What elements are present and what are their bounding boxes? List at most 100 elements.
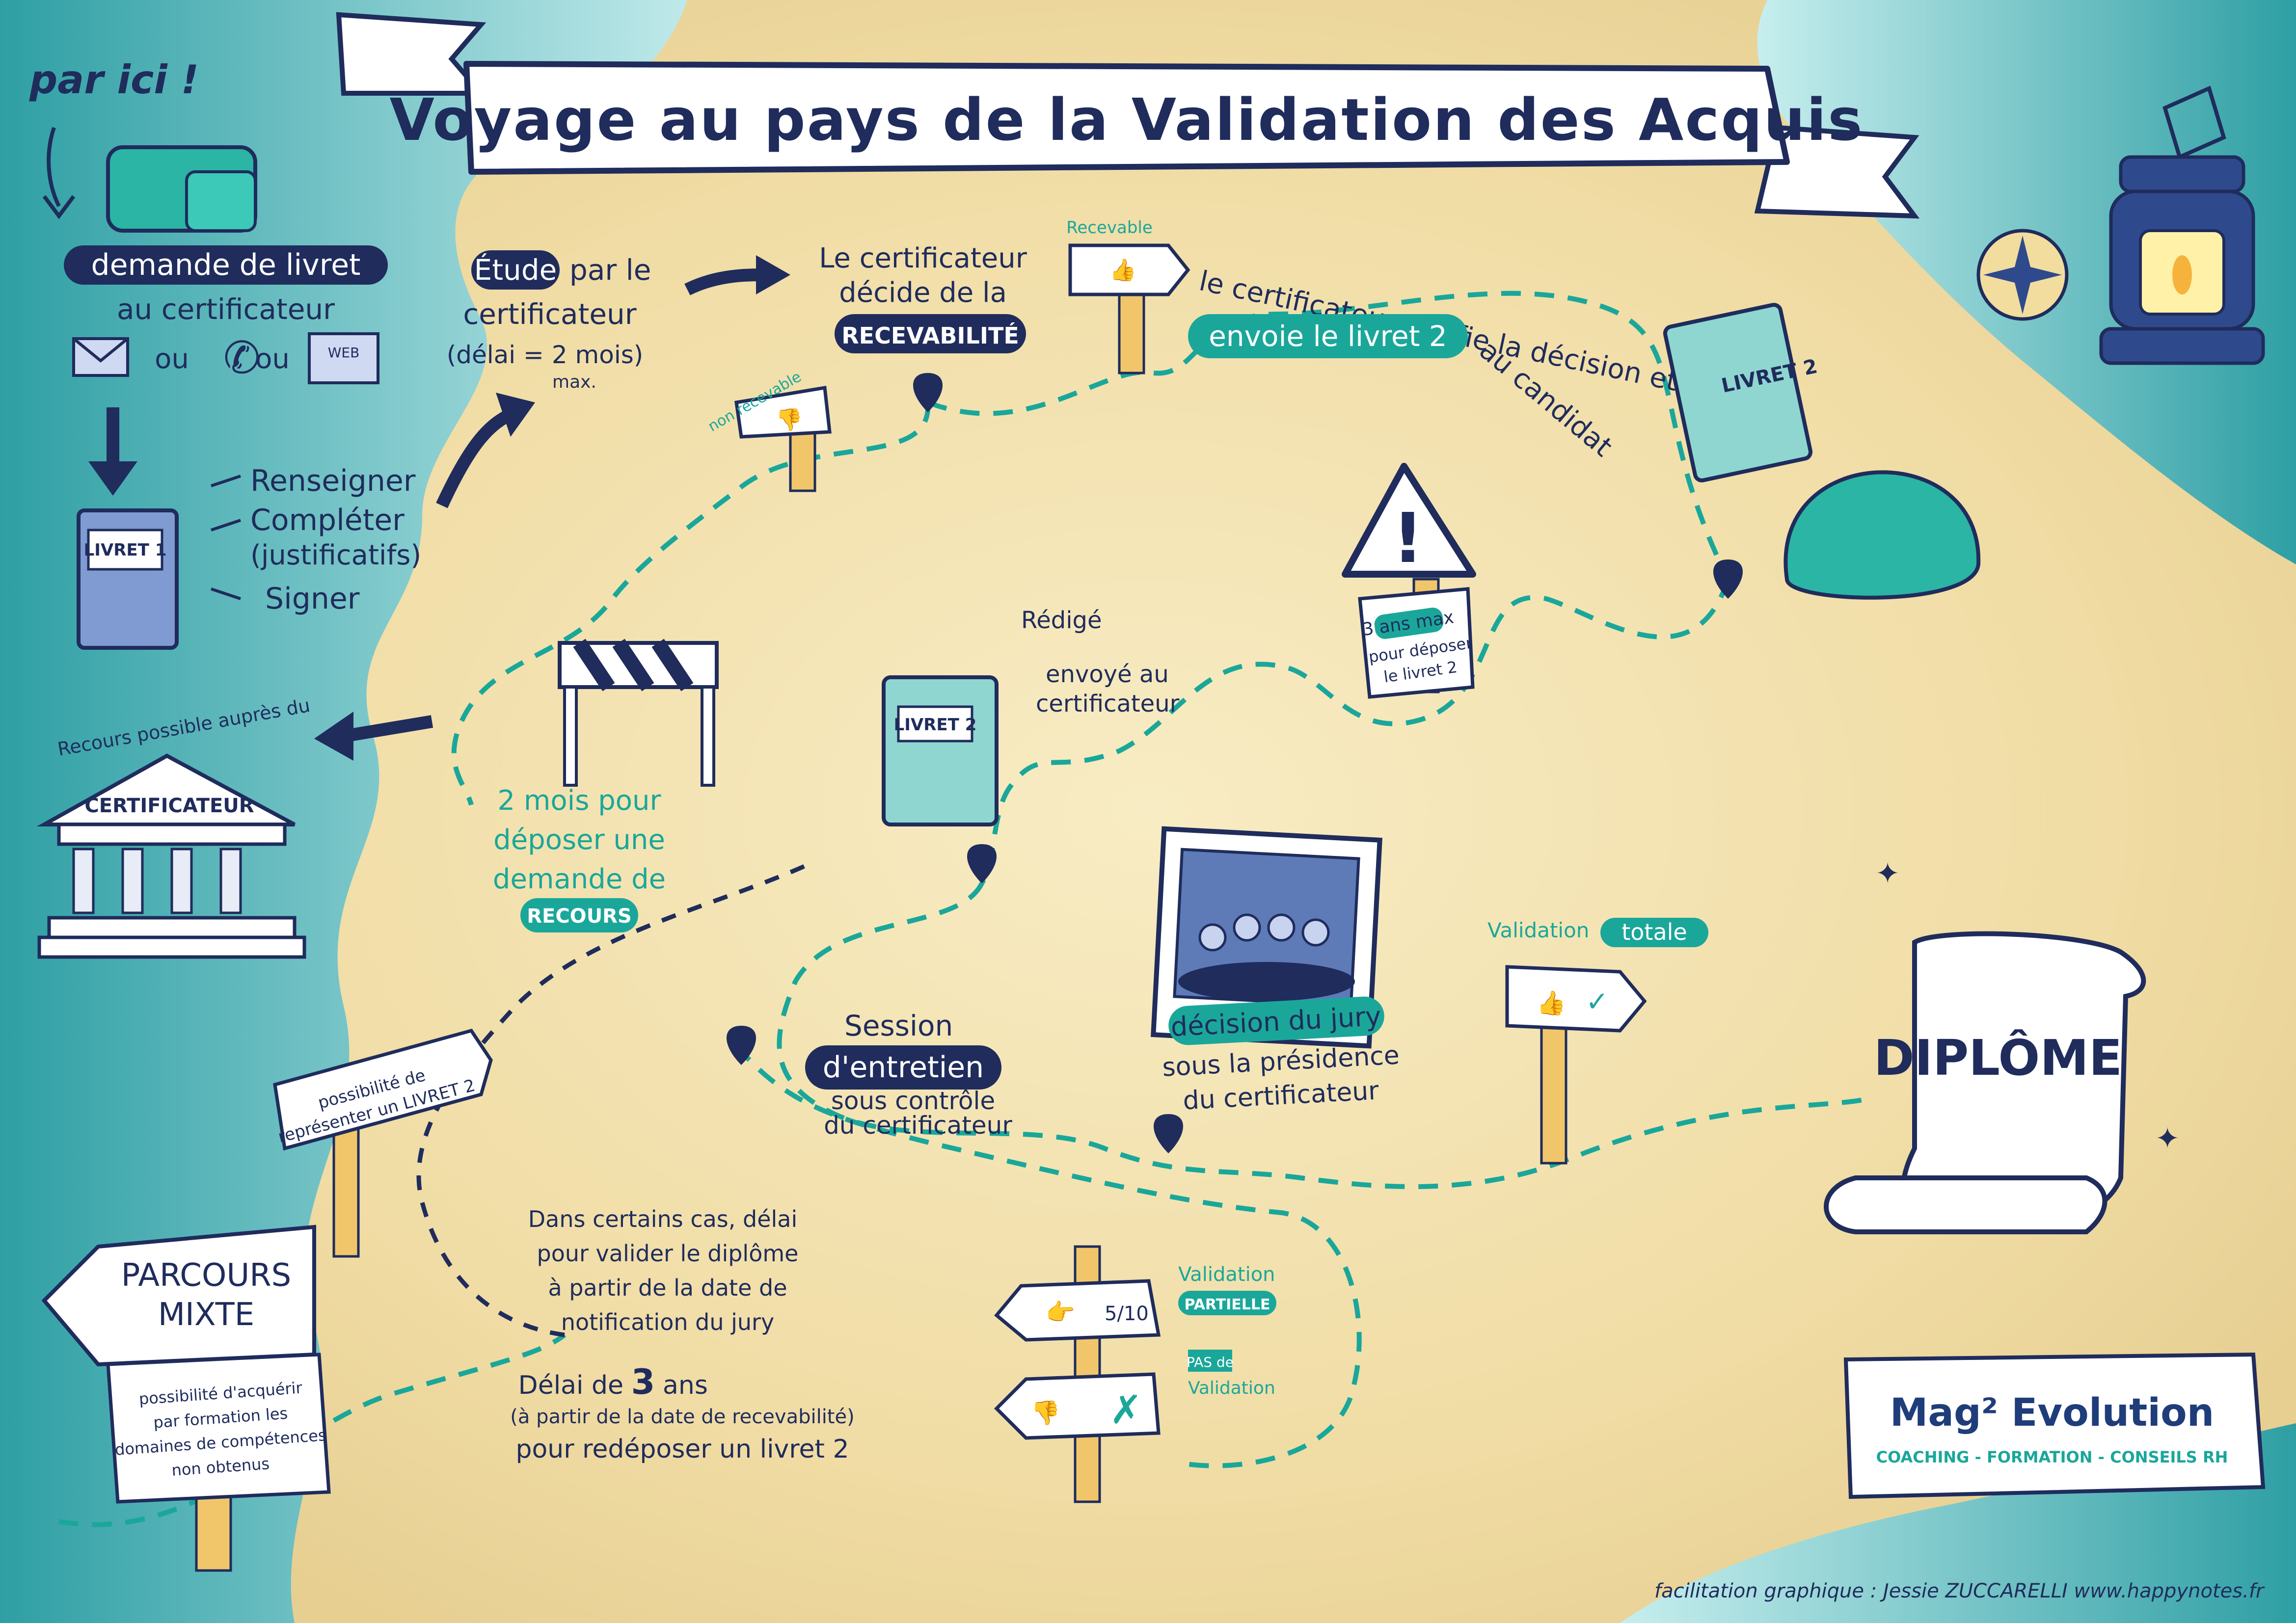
svg-text:(délai = 2 mois): (délai = 2 mois): [447, 341, 644, 369]
start-label: par ici !: [29, 57, 199, 103]
warning-area: ! 3 ans max pour déposer le livret 2: [1342, 463, 1476, 699]
path-notification: [927, 291, 1730, 581]
recours-badge: RECOURS: [527, 905, 632, 928]
svg-text:sous contrôle: sous contrôle: [831, 1087, 995, 1115]
sign-parcours-mixte: [41, 1224, 316, 1367]
svg-text:3: 3: [631, 1362, 655, 1402]
delai-cas-area: Dans certains cas, délai pour valider le…: [528, 1206, 799, 1335]
possibilite-area: possibilité de représenter un LIVRET 2: [273, 1028, 493, 1258]
svg-text:PAS de: PAS de: [1187, 1354, 1234, 1370]
svg-text:décide de la: décide de la: [839, 277, 1007, 309]
svg-text:notification du jury: notification du jury: [561, 1309, 774, 1335]
diplome-scroll: DIPLÔME ✦ ✦: [1824, 856, 2180, 1234]
thumb-up-icon: 👍: [1109, 258, 1136, 283]
livret1-area: LIVRET 1 Renseigner Compléter (justifica…: [77, 393, 535, 650]
cross-icon: ✗: [1109, 1387, 1142, 1433]
step1-badge: demande de livret: [91, 248, 360, 282]
svg-text:Session: Session: [844, 1009, 953, 1042]
phone-icon: ✆: [223, 332, 260, 384]
credit: facilitation graphique : Jessie ZUCCAREL…: [1654, 1580, 2265, 1602]
livret2-area: LIVRET 2 Rédigé envoyé au certificateur: [882, 607, 1180, 883]
start-area: par ici ! demande de livret au certifica…: [29, 57, 388, 496]
title-banner: Voyage au pays de la Validation des Acqu…: [336, 12, 1920, 219]
svg-text:Recevable: Recevable: [1066, 218, 1153, 238]
svg-text:demande de: demande de: [493, 863, 666, 895]
svg-text:5/10: 5/10: [1105, 1303, 1149, 1325]
svg-text:CERTIFICATEUR: CERTIFICATEUR: [84, 795, 254, 817]
svg-text:Validation: Validation: [1188, 1378, 1275, 1398]
svg-text:Validation: Validation: [1178, 1263, 1275, 1286]
svg-text:Dans certains cas, délai: Dans certains cas, délai: [528, 1206, 798, 1232]
etude-area: Étude par le certificateur (délai = 2 mo…: [447, 250, 790, 392]
svg-text:par le: par le: [569, 253, 651, 287]
action-completer: Compléter: [250, 503, 405, 537]
pin-icon: [913, 373, 943, 412]
thumb-down-icon: 👎: [776, 407, 803, 432]
lantern-icon: [2099, 85, 2265, 365]
livret2-book: [882, 675, 999, 826]
svg-text:certificateur: certificateur: [1036, 690, 1180, 718]
path-represent-livret: [416, 861, 811, 1337]
down-arrow-icon: [88, 461, 137, 496]
svg-text:déposer une: déposer une: [493, 824, 665, 856]
path-parcours-mixte: [58, 1333, 567, 1527]
svg-text:MIXTE: MIXTE: [158, 1297, 254, 1333]
notify-badge: envoie le livret 2: [1209, 319, 1447, 353]
pin-icon: [727, 1026, 756, 1065]
svg-text:2 mois pour: 2 mois pour: [497, 785, 661, 817]
livret2-book-top: [1663, 303, 1813, 482]
svg-text:max.: max.: [552, 372, 596, 392]
svg-text:LIVRET 1: LIVRET 1: [84, 540, 167, 560]
validation-partielle-area: 👉 5/10 Validation PARTIELLE 👎 ✗ PAS de V…: [994, 1245, 1276, 1503]
svg-text:Validation: Validation: [1487, 918, 1589, 942]
svg-text:ans: ans: [663, 1371, 708, 1400]
hand-icon: 👉: [1046, 1299, 1075, 1326]
svg-text:pour redéposer un livret 2: pour redéposer un livret 2: [515, 1435, 849, 1464]
svg-text:Délai de: Délai de: [518, 1371, 623, 1400]
backpack-icon: [1783, 470, 1981, 600]
diplome-label: DIPLÔME: [1874, 1029, 2123, 1087]
svg-text:PARCOURS: PARCOURS: [121, 1257, 292, 1294]
web-icon: [308, 332, 379, 384]
action-signer: Signer: [265, 582, 360, 616]
recevabilite-badge: RECEVABILITÉ: [841, 322, 1019, 349]
sign-pas-validation: [994, 1372, 1161, 1440]
svg-text:pour valider le diplôme: pour valider le diplôme: [537, 1240, 799, 1267]
sparkle-icon: ✦: [1875, 856, 1900, 891]
sign-validation-totale: [1505, 965, 1647, 1033]
action-renseigner: Renseigner: [250, 464, 416, 498]
svg-text:(à partir de la date de receva: (à partir de la date de recevabilité): [510, 1406, 854, 1428]
check-icon: ✓: [1586, 986, 1609, 1018]
etude-badge: Étude: [474, 253, 557, 287]
totale-badge: totale: [1621, 919, 1687, 945]
svg-text:!: !: [1392, 499, 1424, 579]
svg-text:envoyé au: envoyé au: [1046, 661, 1169, 688]
logo: Mag² Evolution COACHING - FORMATION - CO…: [1843, 1352, 2266, 1499]
path-entretien-diplome: [777, 882, 1866, 1189]
logo-name: Mag² Evolution: [1890, 1391, 2215, 1435]
svg-text:certificateur: certificateur: [463, 297, 636, 331]
path-jury-validation: [734, 1043, 1362, 1468]
session-area: Session d'entretien sous contrôle du cer…: [727, 1009, 1012, 1140]
compass-icon: [1976, 229, 2069, 321]
arrow-left-icon: [314, 712, 353, 761]
barrier-icon: [558, 639, 719, 787]
partielle-badge: PARTIELLE: [1184, 1296, 1270, 1313]
thumb-down-icon: 👎: [1031, 1399, 1060, 1427]
pin-icon: [967, 844, 997, 883]
pin-icon: [1713, 559, 1743, 599]
path-livret2: [979, 578, 1730, 885]
path-etude-recours: [451, 402, 931, 806]
action-justificatifs: (justificatifs): [250, 539, 421, 571]
arrow-right-icon: [756, 255, 790, 294]
sparkle-icon: ✦: [2155, 1121, 2180, 1156]
svg-text:WEB: WEB: [328, 345, 360, 361]
step1-line2: au certificateur: [117, 293, 335, 326]
delai-3ans-area: Délai de 3 ans (à partir de la date de r…: [510, 1362, 854, 1464]
session-badge: d'entretien: [823, 1050, 984, 1085]
warning-icon: [1342, 463, 1476, 578]
sign-possibilite: [273, 1028, 493, 1151]
pin-icon: [1154, 1114, 1183, 1153]
validation-totale-area: Validation totale 👍 ✓: [1487, 918, 1708, 1165]
